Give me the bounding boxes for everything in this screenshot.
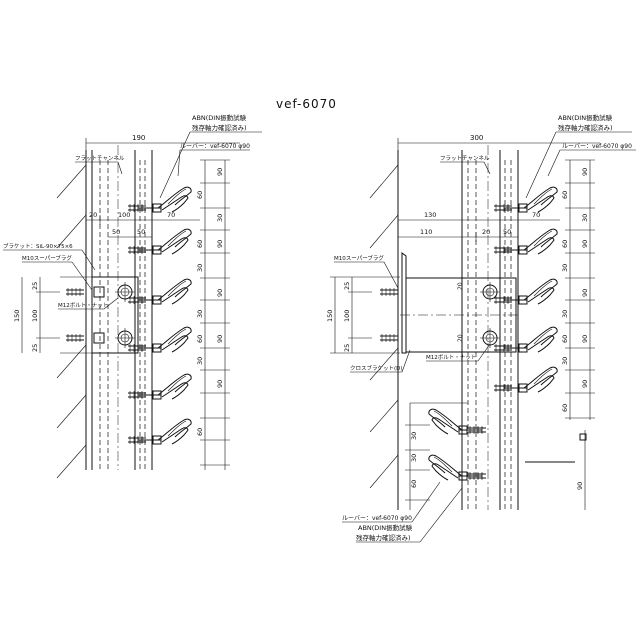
label-bracket: ブラケット：SiL-90×75×6 <box>3 242 73 250</box>
dim-50-b: 50 <box>137 228 145 236</box>
bottom-dim-90: 90 <box>576 482 584 490</box>
dim-20-v-b: 20 <box>457 334 464 342</box>
label-m12-bolt: M12ボルト・ナット <box>58 301 108 309</box>
left-dim-4: 90 <box>216 240 224 248</box>
left-dim-12: 90 <box>216 380 224 388</box>
right-dim-12: 90 <box>581 380 589 388</box>
bottom-callout-residual: 残存軸力確認済み) <box>356 533 411 542</box>
dim-100: 100 <box>118 211 130 219</box>
dim-25-b-right: 25 <box>343 344 351 352</box>
dim-25-a-right: 25 <box>343 282 351 290</box>
dim-150: 150 <box>13 310 21 322</box>
dim-20-right: 20 <box>482 228 490 236</box>
left-dim-8: 30 <box>196 310 204 318</box>
dim-20-v-a: 20 <box>457 282 464 290</box>
right-dim-6: 30 <box>561 264 569 272</box>
label-m10-plug-right: M10スーパーブラグ <box>334 254 384 262</box>
left-dim-13: 60 <box>196 428 204 436</box>
dim-70-right: 70 <box>532 211 540 219</box>
left-elevation: 190 フラットチャンネル ABN(DIN振動試験 残存軸力確認済み) ルーバー… <box>3 113 262 479</box>
dim-130: 130 <box>424 211 436 219</box>
lower-dim-2: 30 <box>410 454 418 462</box>
dim-150-right: 150 <box>326 310 334 322</box>
left-dim-10: 60 <box>196 335 204 343</box>
left-dim-ticks <box>200 159 230 466</box>
right-dim-3: 30 <box>581 214 589 222</box>
wall-hatch <box>56 164 87 479</box>
label-flat-channel: フラットチャンネル <box>75 155 125 162</box>
right-dim-9: 90 <box>581 335 589 343</box>
left-dim-5: 60 <box>196 240 204 248</box>
drawing-title: vef-6070 <box>276 97 337 111</box>
label-cross-bracket: クロスブラケット(D) <box>350 364 403 372</box>
dim-25-a: 25 <box>31 282 39 290</box>
right-dim-4: 90 <box>581 240 589 248</box>
dim-100-v: 100 <box>31 310 39 322</box>
left-dim-6: 30 <box>196 264 204 272</box>
lower-dim-1: 30 <box>410 432 418 440</box>
right-dim-1: 90 <box>581 168 589 176</box>
dim-300: 300 <box>470 134 483 142</box>
dim-100-v-right: 100 <box>343 310 351 322</box>
left-dim-9: 90 <box>216 335 224 343</box>
right-dim-7: 90 <box>581 289 589 297</box>
callout-residual-force-right: 残存軸力確認済み) <box>558 123 613 132</box>
wall-hatch-right <box>369 164 399 489</box>
bottom-callout-abn: ABN(DIN振動試験 <box>358 523 413 532</box>
right-dim-5: 60 <box>561 240 569 248</box>
left-dim-2: 60 <box>196 191 204 199</box>
left-dim-7: 90 <box>216 289 224 297</box>
label-flat-channel-right: フラットチャンネル <box>440 155 490 162</box>
callout-louver: ルーバー：vef-6070 φ90 <box>180 143 250 150</box>
right-dim-10: 60 <box>561 335 569 343</box>
label-m10-plug: M10スーパーブラグ <box>22 254 72 262</box>
dim-25-b: 25 <box>31 344 39 352</box>
left-dim-11: 30 <box>196 357 204 365</box>
right-dim-11: 30 <box>561 357 569 365</box>
callout-abn-test-right: ABN(DIN振動試験 <box>558 113 613 122</box>
dim-50-a: 50 <box>112 228 120 236</box>
dim-20: 20 <box>89 211 97 219</box>
dim-70: 70 <box>167 211 175 219</box>
bottom-callout-louver: ルーバー：vef-6070 φ90 <box>342 515 412 522</box>
dim-190: 190 <box>132 134 145 142</box>
right-elevation: 300 フラットチャンネル ABN(DIN振動試験 残存軸力確認済み) ルーバー… <box>326 113 636 543</box>
callout-residual-force: 残存軸力確認済み) <box>192 123 247 132</box>
left-dim-3: 30 <box>216 214 224 222</box>
dim-110: 110 <box>420 228 432 236</box>
callout-abn-test: ABN(DIN振動試験 <box>192 113 247 122</box>
lower-dim-3: 60 <box>410 480 418 488</box>
dim-50-right: 50 <box>503 228 511 236</box>
right-dim-ticks <box>565 159 595 419</box>
right-dim-13: 60 <box>561 404 569 412</box>
right-dim-8: 30 <box>561 310 569 318</box>
left-dim-1: 90 <box>216 168 224 176</box>
label-m12-bolt-right: M12ボルト・ナット <box>426 353 476 361</box>
right-dim-2: 60 <box>561 191 569 199</box>
callout-louver-right: ルーバー：vef-6070 φ90 <box>562 143 632 150</box>
